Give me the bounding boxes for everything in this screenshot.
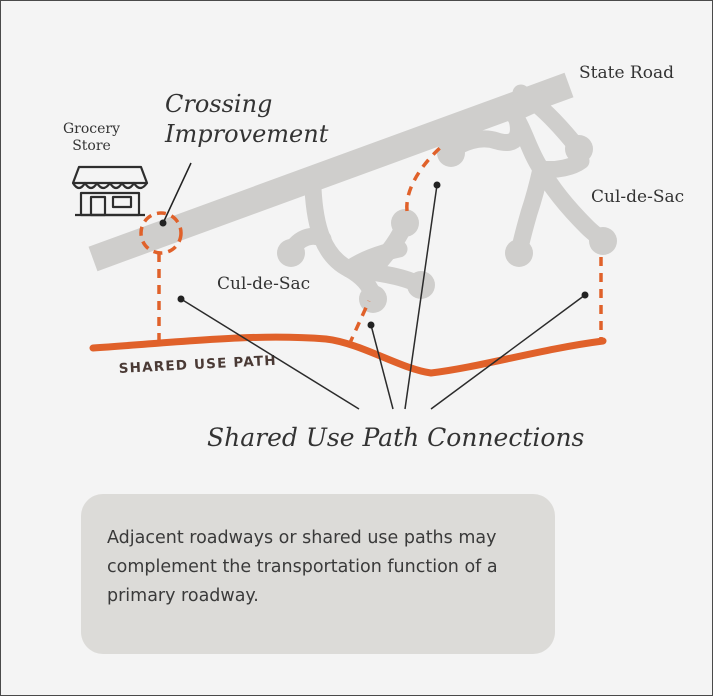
state-road bbox=[88, 72, 574, 272]
grocery-store-label: Grocery Store bbox=[63, 121, 120, 155]
crossing-label-line2: Improvement bbox=[165, 120, 329, 148]
shared-use-path bbox=[89, 333, 607, 377]
connector-middle bbox=[405, 145, 443, 212]
crossing-improvement-dot bbox=[159, 219, 167, 227]
connection-leaders bbox=[180, 184, 586, 410]
state-road-label: State Road bbox=[579, 63, 674, 83]
cul-de-sac-left-label: Cul-de-Sac bbox=[217, 274, 311, 294]
cul-de-sac-right-label: Cul-de-Sac bbox=[591, 187, 685, 207]
crossing-label-line1: Crossing bbox=[165, 90, 273, 118]
cul-de-sac-right-bulbs bbox=[437, 135, 617, 267]
grocery-label-line1: Grocery bbox=[63, 121, 121, 137]
note-box: Adjacent roadways or shared use paths ma… bbox=[81, 494, 555, 654]
crossing-leader bbox=[163, 162, 192, 222]
crossing-improvement-label: Crossing Improvement bbox=[165, 89, 328, 149]
grocery-store-icon bbox=[71, 165, 149, 217]
crossing-improvement-ring bbox=[139, 211, 183, 255]
shared-use-path-label: SHARED USE PATH bbox=[118, 353, 277, 377]
connector-left-culdesac bbox=[347, 300, 371, 346]
cul-de-sac-left-bulbs bbox=[277, 209, 435, 313]
connection-dots bbox=[177, 181, 589, 329]
note-text: Adjacent roadways or shared use paths ma… bbox=[107, 528, 498, 606]
path-connectors bbox=[157, 145, 603, 346]
shared-use-path-connections-label: Shared Use Path Connections bbox=[207, 423, 585, 452]
cul-de-sac-left-streets bbox=[282, 180, 428, 306]
grocery-label-line2: Store bbox=[72, 138, 111, 154]
